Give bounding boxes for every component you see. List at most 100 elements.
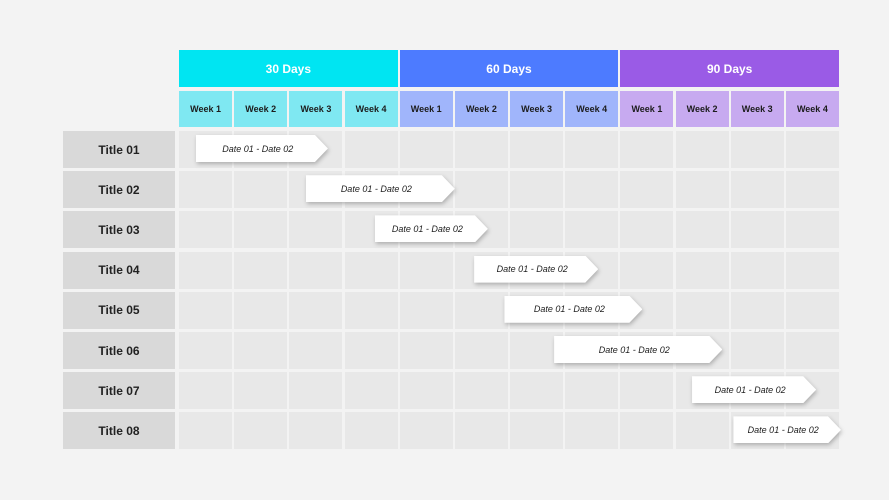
grid-cell [510, 211, 564, 249]
task-bar-arrow [554, 336, 722, 363]
task-bar-label: Date 01 - Date 02 [222, 143, 294, 154]
grid-cell [620, 251, 674, 289]
grid-cell [730, 211, 784, 249]
grid-cell [454, 372, 508, 410]
grid-cell [399, 251, 453, 289]
grid-cell [179, 332, 233, 369]
grid-cell [510, 131, 564, 168]
grid-cell [289, 291, 343, 329]
grid-cell [730, 291, 784, 329]
week-header: Week 1 [620, 91, 674, 127]
grid-cell [675, 171, 729, 209]
task-bar-label: Date 01 - Date 02 [714, 384, 786, 395]
week-header: Week 2 [675, 91, 729, 127]
task-bar-arrow [504, 296, 642, 323]
grid-cell [454, 131, 508, 168]
grid-cell [620, 211, 674, 249]
grid-cell [730, 131, 784, 168]
grid-cell [234, 211, 288, 249]
task-bar[interactable]: Date 01 - Date 02 [554, 336, 722, 363]
grid-cell [565, 412, 619, 450]
task-bar-label: Date 01 - Date 02 [598, 344, 670, 355]
grid-cell [399, 412, 453, 450]
grid-cell [179, 372, 233, 410]
task-bar[interactable]: Date 01 - Date 02 [306, 175, 455, 202]
grid-cell [620, 131, 674, 168]
task-bar-label: Date 01 - Date 02 [496, 264, 568, 275]
grid-cell [289, 211, 343, 249]
grid-cell [179, 412, 233, 450]
row-title: Title 06 [63, 332, 175, 369]
grid-cell [234, 372, 288, 410]
grid-cell [454, 291, 508, 329]
grid-cell [730, 332, 784, 369]
task-bar-label: Date 01 - Date 02 [391, 223, 463, 234]
grid-cell [454, 412, 508, 450]
phase-header: 60 Days [399, 50, 619, 87]
grid-cell [675, 251, 729, 289]
week-header: Week 3 [730, 91, 784, 127]
grid-cell [234, 251, 288, 289]
grid-cell [785, 211, 839, 249]
grid-cell [289, 412, 343, 450]
grid-cell [785, 251, 839, 289]
grid-cell [785, 171, 839, 209]
grid-cell [344, 251, 398, 289]
grid-cell [344, 412, 398, 450]
task-bar[interactable]: Date 01 - Date 02 [474, 256, 598, 283]
grid-cell [289, 251, 343, 289]
week-header: Week 4 [565, 91, 619, 127]
grid-cell [399, 332, 453, 369]
row-title: Title 08 [63, 412, 175, 450]
grid-cell [234, 332, 288, 369]
row-title: Title 03 [63, 211, 175, 249]
grid-cell [510, 372, 564, 410]
grid-cell [785, 332, 839, 369]
task-bar-label: Date 01 - Date 02 [340, 183, 412, 194]
phase-header: 90 Days [620, 50, 839, 87]
grid-cell [730, 251, 784, 289]
week-header: Week 2 [234, 91, 288, 127]
row-title: Title 04 [63, 251, 175, 289]
grid-cell [399, 291, 453, 329]
row-title: Title 02 [63, 171, 175, 209]
grid-cell [179, 251, 233, 289]
grid-cell [454, 332, 508, 369]
row-title: Title 05 [63, 291, 175, 329]
grid-cell [179, 211, 233, 249]
task-bar-arrow [375, 215, 488, 242]
grid-cell [565, 211, 619, 249]
grid-cell [565, 171, 619, 209]
week-header: Week 4 [785, 91, 839, 127]
task-bar-arrow [733, 416, 841, 443]
grid-cell [289, 332, 343, 369]
row-title: Title 01 [63, 131, 175, 168]
grid-cell [179, 171, 233, 209]
task-bar[interactable]: Date 01 - Date 02 [375, 215, 488, 242]
week-header: Week 3 [289, 91, 343, 127]
grid-cell [399, 131, 453, 168]
task-bar-arrow [306, 175, 455, 202]
grid-cell [510, 171, 564, 209]
grid-cell [785, 131, 839, 168]
grid-cell [289, 372, 343, 410]
task-bar[interactable]: Date 01 - Date 02 [692, 376, 816, 403]
grid-cell [344, 291, 398, 329]
week-header: Week 1 [179, 91, 233, 127]
row-title: Title 07 [63, 372, 175, 410]
task-bar[interactable]: Date 01 - Date 02 [504, 296, 642, 323]
grid-cell [344, 372, 398, 410]
grid-cell [344, 332, 398, 369]
week-header: Week 4 [344, 91, 398, 127]
task-bar-arrow [692, 376, 816, 403]
phase-header: 30 Days [179, 50, 398, 87]
task-bar-arrow [474, 256, 598, 283]
grid-cell [675, 211, 729, 249]
grid-cell [234, 291, 288, 329]
task-bar[interactable]: Date 01 - Date 02 [733, 416, 841, 443]
grid-cell [179, 291, 233, 329]
grid-cell [620, 171, 674, 209]
task-bar[interactable]: Date 01 - Date 02 [196, 135, 328, 162]
grid-cell [675, 291, 729, 329]
